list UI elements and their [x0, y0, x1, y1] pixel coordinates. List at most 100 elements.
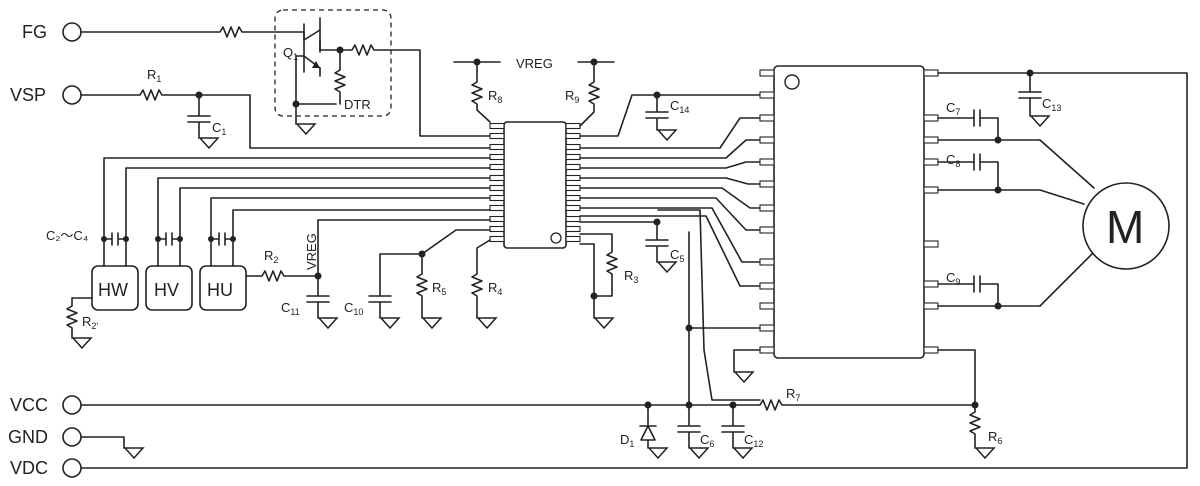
controller-ic-pin: [565, 163, 581, 171]
controller-ic-pin: [489, 184, 505, 192]
power-ic-pin: [923, 346, 939, 354]
terminal-vcc-label: VCC: [10, 395, 48, 415]
c11-label: C11: [281, 300, 300, 317]
c13-label: C13: [1042, 96, 1061, 113]
ic-interconnect: [579, 117, 761, 401]
q1-label: Q1: [283, 45, 298, 62]
controller-ic-pin: [489, 153, 505, 161]
controller-ic-pin: [565, 184, 581, 192]
r2-label: R2: [264, 248, 278, 265]
r6-label: R6: [988, 429, 1002, 446]
dtr-label: DTR: [344, 97, 371, 112]
c12-label: C12: [744, 432, 763, 449]
r7-label: R7: [786, 386, 800, 403]
power-ic-pin: [923, 240, 939, 248]
power-ic-pin: [923, 136, 939, 144]
controller-ic-pin: [489, 143, 505, 151]
controller-ic-pin: [565, 215, 581, 223]
vreg-vertical-label: VREG: [304, 233, 319, 270]
r1-label: R1: [147, 67, 161, 84]
vcc-rail: R7 D1 C6 C12 R6: [80, 231, 1002, 459]
c14-label: C14: [670, 98, 689, 115]
terminal-fg: FG: [22, 22, 82, 42]
hall-hu-label: HU: [207, 280, 233, 300]
r8-label: R8: [488, 88, 502, 105]
terminal-fg-label: FG: [22, 22, 47, 42]
power-ic-pin: [923, 280, 939, 288]
controller-ic-pin: [489, 235, 505, 243]
power-ic-pin: [923, 302, 939, 310]
controller-ic-pin: [565, 122, 581, 130]
controller-ic-pin: [565, 143, 581, 151]
controller-ic-pin: [489, 163, 505, 171]
controller-ic-pin: [565, 153, 581, 161]
power-ic-pin: [759, 114, 775, 122]
vsp-line: R1 C1: [80, 67, 491, 149]
c5-label: C5: [670, 247, 684, 264]
c6-label: C6: [700, 432, 714, 449]
hall-sensor-hv: [145, 265, 193, 311]
power-ic-pin: [923, 69, 939, 77]
terminal-vdc-label: VDC: [10, 458, 48, 478]
transistor-q1: Q1 DTR: [274, 9, 491, 137]
c1-label: C1: [212, 120, 226, 137]
r3-label: R3: [624, 268, 638, 285]
controller-ic-pin: [565, 204, 581, 212]
controller-ic-pin: [489, 215, 505, 223]
controller-ic: [489, 121, 581, 249]
controller-ic-pin: [489, 174, 505, 182]
terminal-vsp-label: VSP: [10, 85, 46, 105]
controller-ic-pin: [489, 204, 505, 212]
bootstrap-caps: C7 C8 C9: [937, 100, 1041, 310]
c14: C14: [579, 91, 761, 141]
terminal-vcc: VCC: [10, 395, 82, 415]
vreg-top-label: VREG: [516, 56, 553, 71]
terminal-gnd: GND: [8, 427, 82, 447]
power-ic-pin: [759, 324, 775, 332]
hall-sensor-hu: [199, 265, 247, 311]
vreg-top-rail: VREG R8 R9: [453, 56, 615, 127]
controller-ic-pin: [565, 132, 581, 140]
controller-ic-pin: [565, 174, 581, 182]
motor: M: [1039, 139, 1170, 307]
power-ic-pin: [759, 282, 775, 290]
c7-label: C7: [946, 100, 960, 117]
power-ic-pin: [759, 69, 775, 77]
hall-sensor-hw: [91, 265, 139, 311]
power-ic-pin: [759, 346, 775, 354]
power-ic-pin: [759, 204, 775, 212]
hall-hw-label: HW: [98, 280, 128, 300]
c8-label: C8: [946, 152, 960, 169]
r9-label: R9: [565, 88, 579, 105]
hall-hv-label: HV: [154, 280, 179, 300]
r4-label: R4: [488, 280, 502, 297]
power-ic: [759, 65, 939, 359]
terminal-gnd-label: GND: [8, 427, 48, 447]
power-ic-pin: [759, 180, 775, 188]
r5-c10-network: C10 R5 R4: [344, 229, 502, 329]
power-ic-pin: [923, 158, 939, 166]
controller-ic-pin: [489, 122, 505, 130]
power-ic-pin: [759, 91, 775, 99]
motor-label: M: [1106, 201, 1144, 253]
power-ic-pin: [923, 114, 939, 122]
controller-ic-pin: [565, 235, 581, 243]
c10-label: C10: [344, 300, 363, 317]
terminal-vsp: VSP: [10, 85, 82, 105]
c9-label: C9: [946, 270, 960, 287]
controller-ic-pin: [489, 225, 505, 233]
r3-c5-network: R3 C5: [579, 218, 684, 329]
power-ic-pin: [759, 158, 775, 166]
vdc-rail: C13: [80, 69, 1188, 469]
controller-ic-pin: [489, 132, 505, 140]
power-ic-pin: [759, 258, 775, 266]
controller-ic-pin: [565, 225, 581, 233]
r2p-label: R2': [82, 314, 98, 331]
hall-sensor-group: HW HV HU C₂～C₄ R2' R2 VREG C11: [46, 157, 491, 349]
power-ic-ground: [733, 349, 761, 383]
power-ic-pin: [759, 226, 775, 234]
d1-label: D1: [620, 432, 634, 449]
c2-c4-label: C₂～C₄: [46, 228, 88, 243]
power-ic-pin: [759, 136, 775, 144]
